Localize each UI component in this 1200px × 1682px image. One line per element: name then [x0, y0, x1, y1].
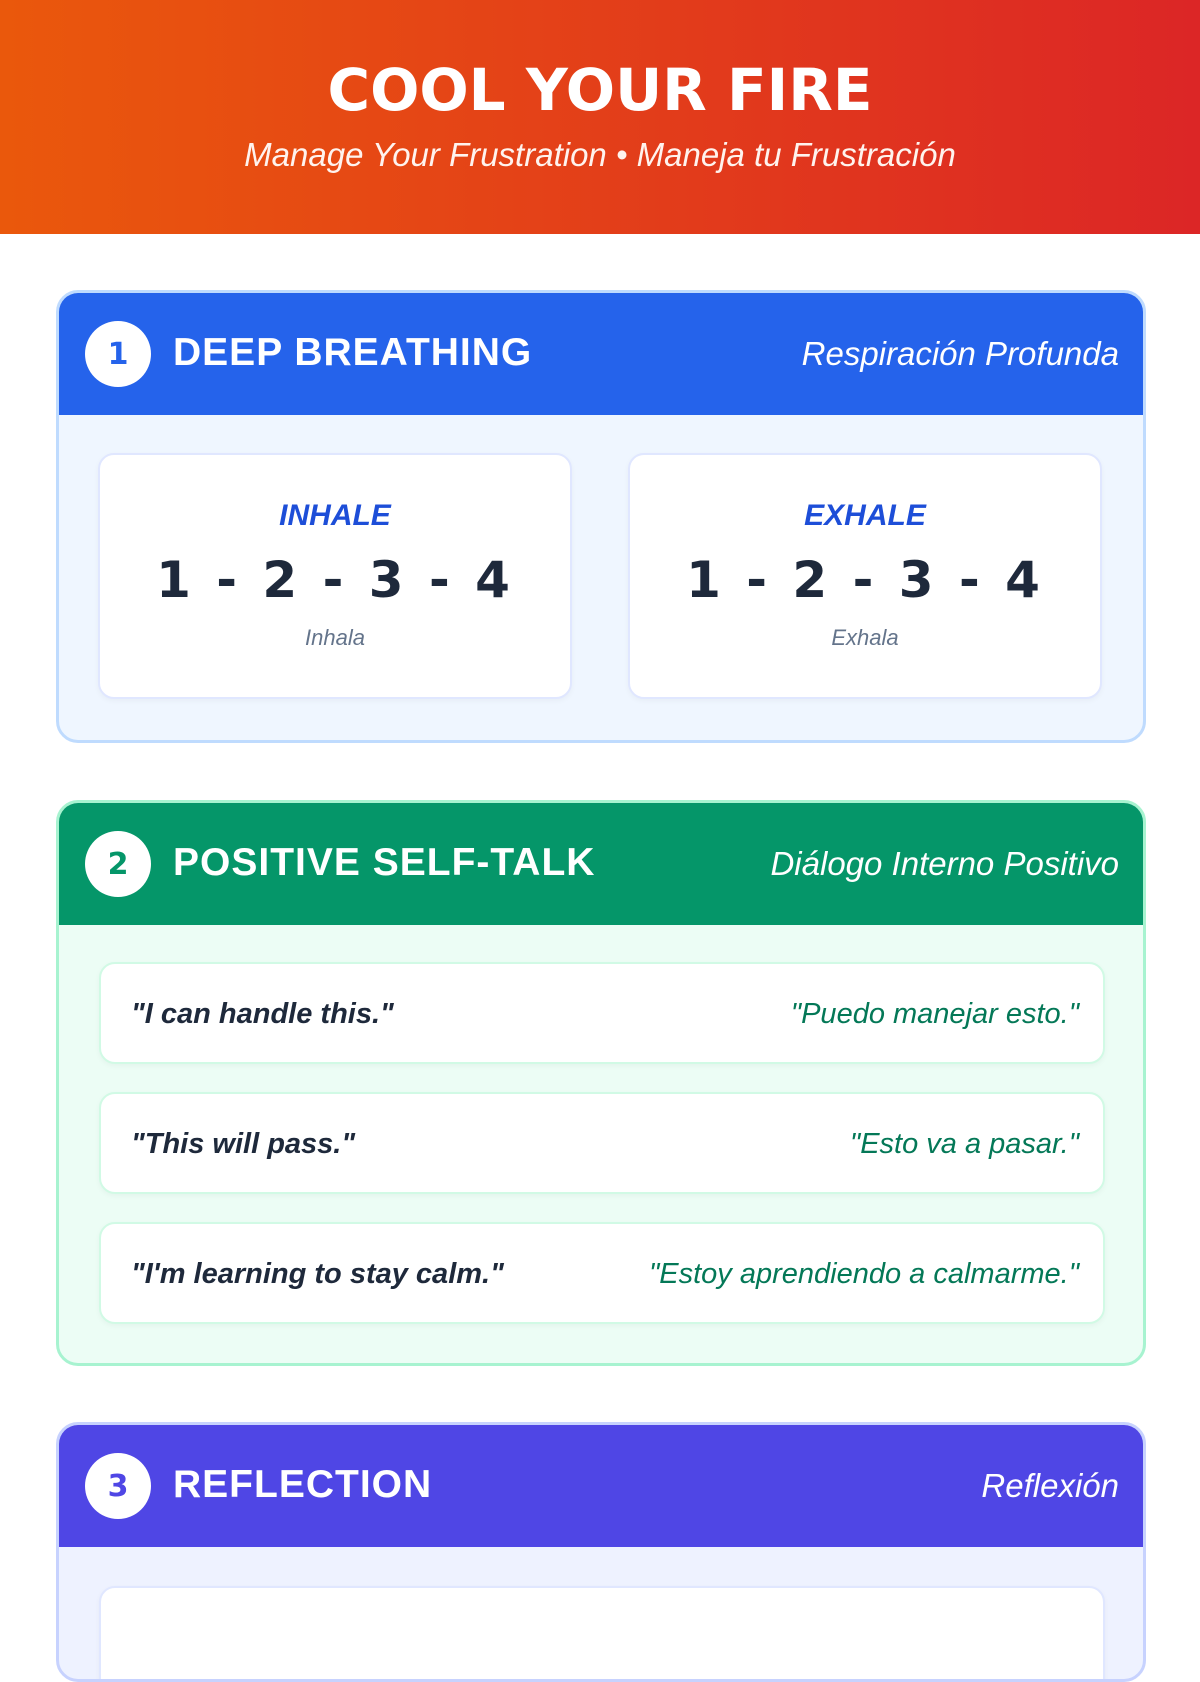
- step-label: EXHALE: [804, 499, 926, 532]
- section-deep-breathing: 1 DEEP BREATHING Respiración Profunda IN…: [56, 290, 1146, 743]
- exhale-card: EXHALE 1 - 2 - 3 - 4 Exhala: [628, 453, 1102, 699]
- section-title: POSITIVE SELF-TALK: [173, 841, 596, 884]
- phrase-row: "I can handle this." "Puedo manejar esto…: [99, 962, 1105, 1064]
- step-spanish: Exhala: [831, 625, 899, 650]
- section-subtitle: Diálogo Interno Positivo: [770, 845, 1119, 882]
- phrase-english: "I'm learning to stay calm.": [131, 1258, 504, 1290]
- phrase-spanish: "Puedo manejar esto.": [790, 998, 1079, 1030]
- reflection-card: [99, 1586, 1105, 1679]
- phrase-english: "This will pass.": [131, 1128, 356, 1160]
- section-number-badge: 3: [85, 1453, 151, 1519]
- section-title: DEEP BREATHING: [173, 331, 533, 374]
- step-spanish: Inhala: [305, 625, 365, 650]
- section-header: 1 DEEP BREATHING Respiración Profunda: [59, 293, 1143, 415]
- phrase-english: "I can handle this.": [131, 998, 394, 1030]
- section-reflection: 3 REFLECTION Reflexión: [56, 1422, 1146, 1682]
- phrase-row: "I'm learning to stay calm." "Estoy apre…: [99, 1222, 1105, 1324]
- section-header: 3 REFLECTION Reflexión: [59, 1425, 1143, 1547]
- section-subtitle: Respiración Profunda: [801, 335, 1119, 372]
- page-header: COOL YOUR FIRE Manage Your Frustration •…: [0, 0, 1200, 234]
- phrase-row: "This will pass." "Esto va a pasar.": [99, 1092, 1105, 1194]
- page-subtitle: Manage Your Frustration • Maneja tu Frus…: [244, 136, 956, 173]
- phrase-spanish: "Esto va a pasar.": [849, 1128, 1079, 1160]
- section-header: 2 POSITIVE SELF-TALK Diálogo Interno Pos…: [59, 803, 1143, 925]
- page-title: COOL YOUR FIRE: [327, 56, 873, 124]
- section-title: REFLECTION: [173, 1463, 433, 1506]
- step-count: 1 - 2 - 3 - 4: [686, 551, 1044, 609]
- section-subtitle: Reflexión: [981, 1467, 1119, 1504]
- step-count: 1 - 2 - 3 - 4: [156, 551, 514, 609]
- inhale-card: INHALE 1 - 2 - 3 - 4 Inhala: [98, 453, 572, 699]
- step-label: INHALE: [279, 499, 391, 532]
- section-number-badge: 2: [85, 831, 151, 897]
- section-number-badge: 1: [85, 321, 151, 387]
- phrase-spanish: "Estoy aprendiendo a calmarme.": [648, 1258, 1079, 1290]
- section-positive-self-talk: 2 POSITIVE SELF-TALK Diálogo Interno Pos…: [56, 800, 1146, 1366]
